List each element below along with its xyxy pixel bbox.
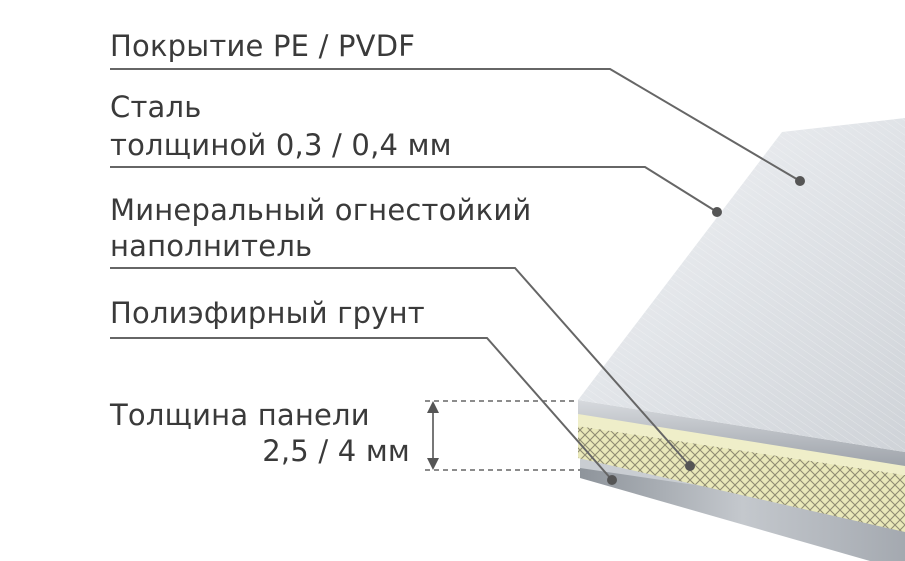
thickness-guides xyxy=(425,400,580,471)
leader-dots xyxy=(607,176,805,485)
thickness-label-line2: 2,5 / 4 мм xyxy=(262,434,410,468)
top-steel-sheet xyxy=(578,118,905,466)
primer-leader xyxy=(110,337,613,481)
steel-dot xyxy=(712,207,722,217)
leader-lines xyxy=(110,68,801,481)
coating-dot xyxy=(795,176,805,186)
primer-label: Полиэфирный грунт xyxy=(110,296,425,330)
coating-label: Покрытие PE / PVDF xyxy=(110,29,416,63)
thickness-arrow xyxy=(427,401,439,470)
steel-label-line1: Сталь xyxy=(110,90,202,124)
steel-leader xyxy=(110,166,718,213)
steel-label-line2: толщиной 0,3 / 0,4 мм xyxy=(110,128,452,162)
filler-label-line2: наполнитель xyxy=(110,229,313,263)
filler-leader xyxy=(110,267,691,467)
mineral-filler-layer xyxy=(578,412,905,532)
thickness-label-line1: Толщина панели xyxy=(110,398,370,432)
primer-dot xyxy=(607,475,617,485)
filler-label-line1: Минеральный огнестойкий xyxy=(110,193,532,227)
coating-leader xyxy=(110,68,801,182)
filler-dot xyxy=(685,461,695,471)
